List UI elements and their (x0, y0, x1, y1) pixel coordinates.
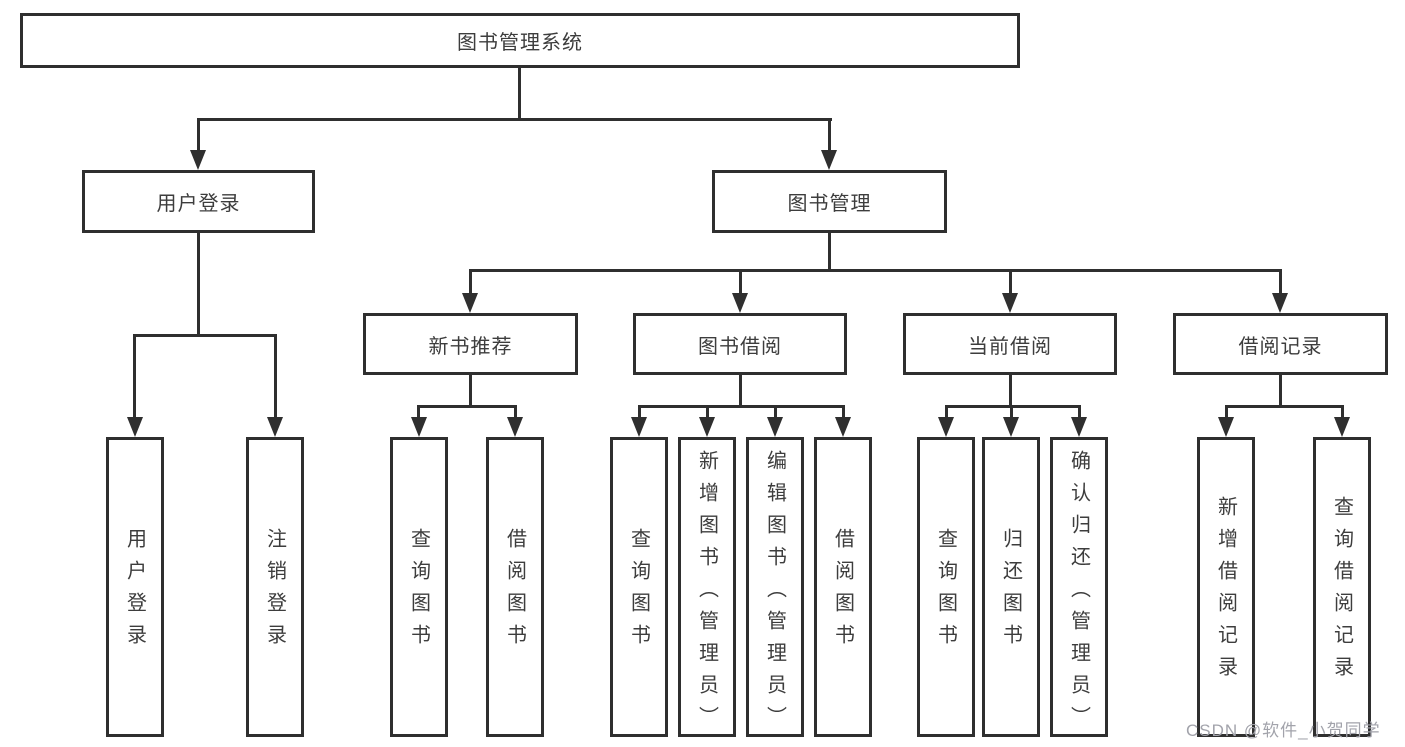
connector-arrowhead (835, 417, 851, 437)
leaf-recommend-borrow-books-label: 借阅图书 (503, 528, 526, 656)
leaf-recommend-query-books-label: 查询图书 (407, 528, 430, 656)
leaf-borrow-add-books-admin-label: 新增图书（管理员） (695, 450, 718, 738)
connector-line (417, 405, 420, 418)
connector-arrowhead (411, 417, 427, 437)
leaf-borrow-borrow-books-label: 借阅图书 (831, 528, 854, 656)
connector-line (274, 334, 277, 418)
leaf-borrow-edit-books-admin-label: 编辑图书（管理员） (763, 450, 786, 738)
connector-line (774, 405, 777, 418)
leaf-recommend-query-books: 查询图书 (390, 437, 448, 737)
connector-line (469, 269, 1282, 272)
connector-arrowhead (767, 417, 783, 437)
leaf-logout-label: 注销登录 (263, 528, 286, 656)
leaf-user-login: 用户登录 (106, 437, 164, 737)
node-book-borrow-label: 图书借阅 (698, 335, 782, 358)
connector-line (828, 118, 831, 151)
leaf-current-return-books: 归还图书 (982, 437, 1040, 737)
connector-line (469, 269, 472, 295)
connector-line (1341, 405, 1344, 418)
node-borrow-records-label: 借阅记录 (1238, 335, 1323, 358)
connector-line (1279, 375, 1282, 407)
connector-arrowhead (1002, 293, 1018, 313)
connector-line (197, 118, 200, 151)
node-current-borrow-label: 当前借阅 (968, 335, 1052, 358)
connector-line (945, 405, 1081, 408)
connector-arrowhead (190, 150, 206, 170)
leaf-borrow-query-books-label: 查询图书 (627, 528, 650, 656)
connector-line (133, 334, 277, 337)
connector-arrowhead (699, 417, 715, 437)
connector-arrowhead (127, 417, 143, 437)
connector-arrowhead (631, 417, 647, 437)
connector-line (197, 233, 200, 336)
connector-line (197, 118, 832, 121)
connector-line (1225, 405, 1228, 418)
connector-line (842, 405, 845, 418)
connector-arrowhead (267, 417, 283, 437)
leaf-records-add-record-label: 新增借阅记录 (1214, 496, 1237, 688)
node-current-borrow: 当前借阅 (903, 313, 1117, 375)
node-user-login: 用户登录 (82, 170, 315, 233)
connector-line (1009, 269, 1012, 295)
connector-line (518, 68, 521, 120)
connector-arrowhead (1071, 417, 1087, 437)
leaf-logout: 注销登录 (246, 437, 304, 737)
connector-line (739, 375, 742, 407)
node-root: 图书管理系统 (20, 13, 1020, 68)
connector-line (638, 405, 641, 418)
connector-arrowhead (1218, 417, 1234, 437)
connector-line (739, 269, 742, 295)
leaf-user-login-label: 用户登录 (123, 528, 146, 656)
connector-line (1078, 405, 1081, 418)
connector-arrowhead (732, 293, 748, 313)
leaf-current-return-books-label: 归还图书 (999, 528, 1022, 656)
leaf-recommend-borrow-books: 借阅图书 (486, 437, 544, 737)
node-user-login-label: 用户登录 (156, 193, 241, 215)
node-book-management: 图书管理 (712, 170, 947, 233)
connector-arrowhead (821, 150, 837, 170)
leaf-borrow-add-books-admin: 新增图书（管理员） (678, 437, 736, 738)
node-book-management-label: 图书管理 (787, 193, 872, 215)
connector-line (945, 405, 948, 418)
leaf-records-query-record-label: 查询借阅记录 (1330, 496, 1353, 688)
connector-line (469, 375, 472, 407)
connector-line (1225, 405, 1343, 408)
connector-line (1009, 375, 1012, 407)
leaf-current-confirm-return-admin: 确认归还（管理员） (1050, 437, 1108, 738)
node-book-borrow: 图书借阅 (633, 313, 847, 375)
leaf-records-query-record: 查询借阅记录 (1313, 437, 1371, 737)
connector-line (706, 405, 709, 418)
connector-line (133, 334, 136, 418)
leaf-records-add-record: 新增借阅记录 (1197, 437, 1255, 737)
node-borrow-records: 借阅记录 (1173, 313, 1388, 375)
connector-line (1279, 269, 1282, 295)
leaf-borrow-edit-books-admin: 编辑图书（管理员） (746, 437, 804, 738)
connector-arrowhead (507, 417, 523, 437)
csdn-watermark: CSDN @软件_小贺同学 (1186, 721, 1381, 740)
connector-arrowhead (1272, 293, 1288, 313)
connector-line (638, 405, 845, 408)
leaf-current-query-books-label: 查询图书 (934, 528, 957, 656)
node-new-book-recommend: 新书推荐 (363, 313, 578, 375)
leaf-current-query-books: 查询图书 (917, 437, 975, 737)
leaf-borrow-borrow-books: 借阅图书 (814, 437, 872, 737)
node-new-book-recommend-label: 新书推荐 (428, 335, 513, 358)
connector-arrowhead (938, 417, 954, 437)
connector-arrowhead (462, 293, 478, 313)
leaf-current-confirm-return-admin-label: 确认归还（管理员） (1067, 450, 1090, 738)
leaf-borrow-query-books: 查询图书 (610, 437, 668, 737)
connector-arrowhead (1334, 417, 1350, 437)
connector-line (1010, 405, 1013, 418)
connector-line (828, 233, 831, 271)
connector-arrowhead (1003, 417, 1019, 437)
node-root-label: 图书管理系统 (457, 32, 583, 54)
connector-line (417, 405, 517, 408)
connector-line (514, 405, 517, 418)
